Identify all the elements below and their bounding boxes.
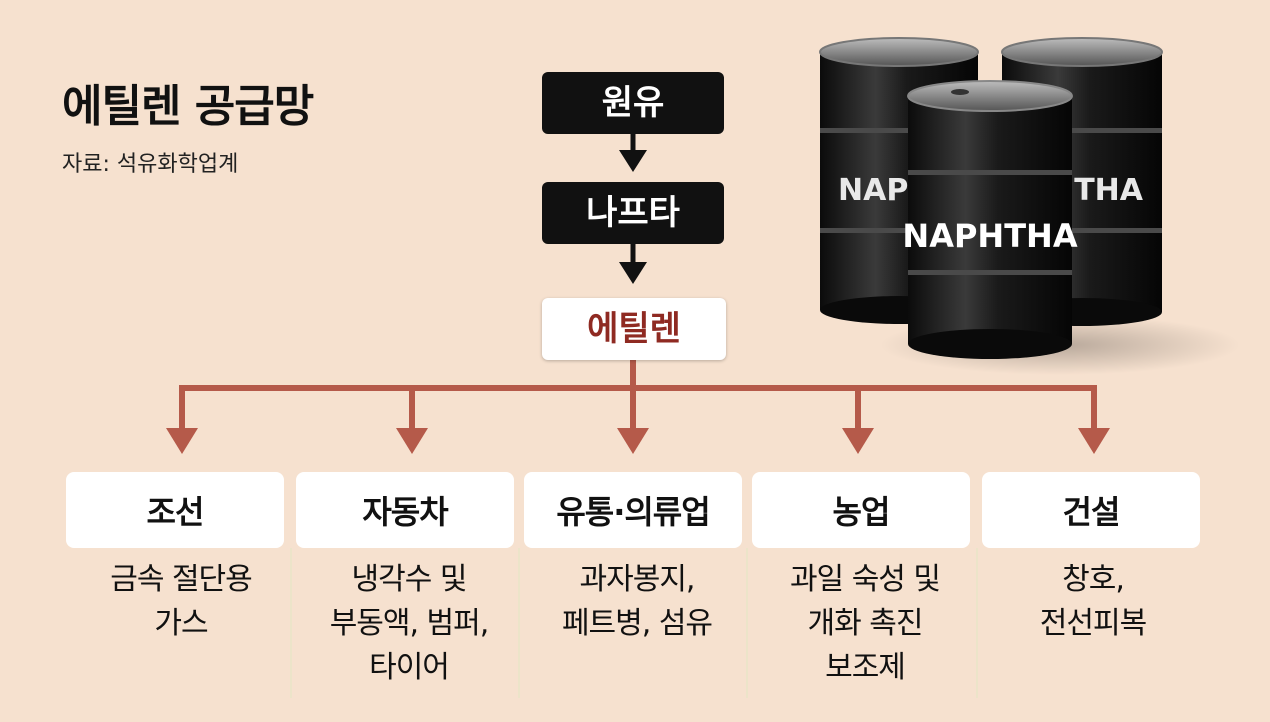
column-divider <box>518 548 520 698</box>
usage-construction: 창호, 전선피복 <box>984 558 1202 646</box>
barrel-front: NAPHTHA <box>902 80 1078 359</box>
flow-box-ethylene: 에틸렌 <box>542 298 726 360</box>
column-divider <box>976 548 978 698</box>
usage-line: 가스 <box>154 606 208 641</box>
flow-box-crude-oil: 원유 <box>542 72 724 134</box>
sector-agriculture: 농업 <box>752 472 970 548</box>
usage-line: 부동액, 범퍼, <box>329 606 490 641</box>
usage-line: 페트병, 섬유 <box>561 606 713 641</box>
sector-retail-apparel: 유통·의류업 <box>524 472 742 548</box>
usage-line: 보조제 <box>825 650 906 685</box>
flow-arrows <box>619 134 647 284</box>
usage-line: 전선피복 <box>1039 606 1147 641</box>
usage-shipbuilding: 금속 절단용 가스 <box>72 558 290 646</box>
sector-automotive: 자동차 <box>296 472 514 548</box>
sector-connectors <box>166 360 1110 454</box>
diagram-title: 에틸렌 공급망 <box>62 81 314 132</box>
sector-construction: 건설 <box>982 472 1200 548</box>
flow-box-naphtha: 나프타 <box>542 182 724 244</box>
usage-automotive: 냉각수 및 부동액, 범퍼, 타이어 <box>300 558 518 690</box>
barrel-text-front: NAPHTHA <box>902 217 1077 255</box>
oil-barrels-illustration: HTHA NAPH NAPHTHA <box>819 37 1240 375</box>
usage-line: 금속 절단용 <box>110 562 253 597</box>
sector-shipbuilding: 조선 <box>66 472 284 548</box>
column-divider <box>746 548 748 698</box>
column-divider <box>290 548 292 698</box>
usage-line: 창호, <box>1062 562 1125 597</box>
source-note: 자료: 석유화학업계 <box>62 152 239 177</box>
usage-line: 과자봉지, <box>579 562 696 597</box>
usage-line: 타이어 <box>369 650 450 685</box>
usage-retail-apparel: 과자봉지, 페트병, 섬유 <box>528 558 746 646</box>
usage-line: 개화 촉진 <box>807 606 924 641</box>
usage-agriculture: 과일 숙성 및 개화 촉진 보조제 <box>756 558 974 690</box>
usage-line: 과일 숙성 및 <box>789 562 941 597</box>
usage-line: 냉각수 및 <box>351 562 468 597</box>
